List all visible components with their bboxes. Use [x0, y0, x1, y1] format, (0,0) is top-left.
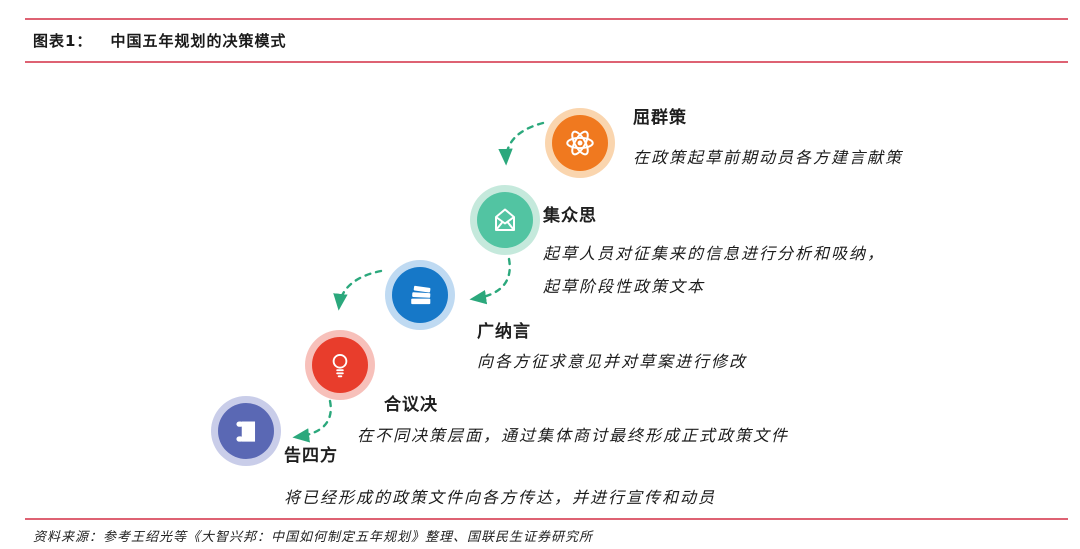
step-circle-nayan	[385, 260, 455, 330]
step-desc-4: 在不同决策层面，通过集体商讨最终形成正式政策文件	[357, 426, 790, 445]
bottom-rule-line	[25, 518, 1068, 520]
step-label-3: 广纳言	[477, 322, 531, 342]
figure-title: 图表1： 中国五年规划的决策模式	[33, 30, 286, 51]
step-circle-zhongsi-inner	[477, 192, 533, 248]
step-desc-5: 将已经形成的政策文件向各方传达，并进行宣传和动员	[284, 488, 717, 507]
scroll-icon	[236, 421, 256, 442]
flow-arrow-3	[333, 269, 383, 311]
step-circle-yijue	[305, 330, 375, 400]
step-circle-yijue-inner	[312, 337, 368, 393]
figure-label: 图表1：	[33, 32, 93, 50]
flow-arrow-4	[292, 399, 332, 443]
source-note: 资料来源：参考王绍光等《大智兴邦：中国如何制定五年规划》整理、国联民生证券研究所	[33, 530, 594, 545]
step-desc-1: 在政策起草前期动员各方建言献策	[633, 148, 904, 167]
step-label-2: 集众思	[543, 206, 597, 226]
step-desc-3: 向各方征求意见并对草案进行修改	[477, 352, 748, 371]
step-label-5: 告四方	[284, 446, 338, 466]
step-desc-2-line2: 起草阶段性政策文本	[543, 277, 706, 296]
step-circle-qunce-inner	[552, 115, 608, 171]
step-circle-zhongsi	[470, 185, 540, 255]
step-desc-2-line1: 起草人员对征集来的信息进行分析和吸纳，	[543, 244, 886, 263]
lightbulb-icon	[332, 353, 348, 378]
step-circle-nayan-inner	[392, 267, 448, 323]
step-circle-sifang	[211, 396, 281, 466]
flow-arrow-1	[498, 121, 545, 166]
title-underline-rule	[25, 61, 1068, 63]
open-envelope-icon	[495, 208, 515, 231]
atom-icon	[566, 130, 594, 156]
top-rule-line	[25, 18, 1068, 20]
step-label-1: 屈群策	[633, 108, 687, 128]
books-icon	[410, 285, 430, 304]
step-circle-sifang-inner	[218, 403, 274, 459]
page-title: 中国五年规划的决策模式	[110, 32, 287, 50]
flow-arrow-2	[469, 257, 511, 305]
step-circle-qunce	[545, 108, 615, 178]
step-label-4: 合议决	[384, 395, 438, 415]
